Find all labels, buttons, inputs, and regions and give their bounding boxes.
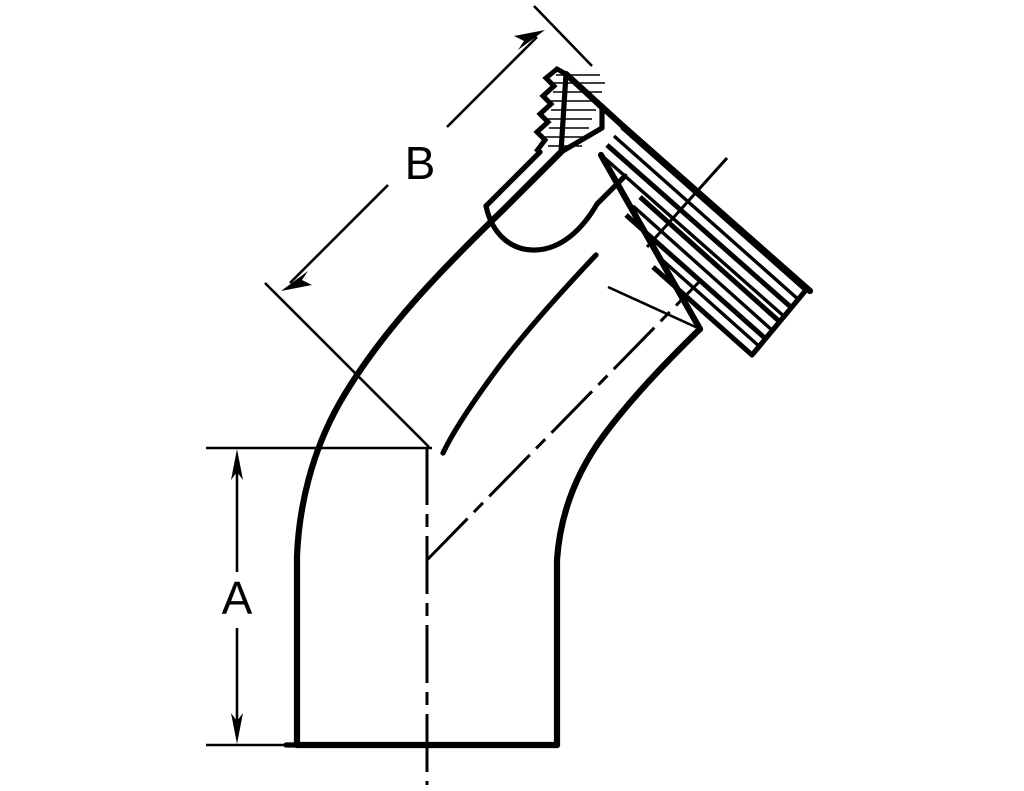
centerlines <box>425 279 702 785</box>
dim-b-extension-upper <box>533 5 593 67</box>
bore-wall-inner-right <box>594 173 628 207</box>
arm-upper-edge <box>500 148 565 213</box>
dim-b-arrow-upper-right <box>514 30 545 50</box>
thread-lines-band <box>598 125 808 357</box>
internal-bore <box>440 149 628 456</box>
thread-major-upper-edge <box>619 122 814 295</box>
dimension-b-label: B <box>405 137 436 189</box>
bore-opening-curve <box>483 201 600 253</box>
dimension-b: B <box>264 5 593 448</box>
dimension-a-label: A <box>222 572 253 624</box>
dim-b-line-upper <box>446 36 538 128</box>
thread-end-face <box>749 287 809 358</box>
dim-b-line-lower <box>289 184 389 284</box>
diagonal-centerline <box>425 279 702 562</box>
thread-boss-top-edge <box>562 70 627 130</box>
dim-b-extension-lower <box>264 282 430 448</box>
thread-lower-tick <box>607 285 701 331</box>
thread-crest-profile <box>533 65 568 154</box>
bore-wall-upper-left <box>483 149 543 209</box>
dim-a-arrow-bottom <box>231 713 243 744</box>
outer-bend-left-profile <box>293 205 508 749</box>
thread-cross-centerline-tick <box>645 156 729 249</box>
bore-inner-bend-curve <box>440 252 599 456</box>
dim-a-arrow-top <box>231 449 243 480</box>
male-thread-section <box>533 65 814 358</box>
inner-bend-right-profile <box>553 325 704 749</box>
dimension-a: A <box>206 446 432 747</box>
dim-b-arrow-lower-left <box>281 271 312 291</box>
